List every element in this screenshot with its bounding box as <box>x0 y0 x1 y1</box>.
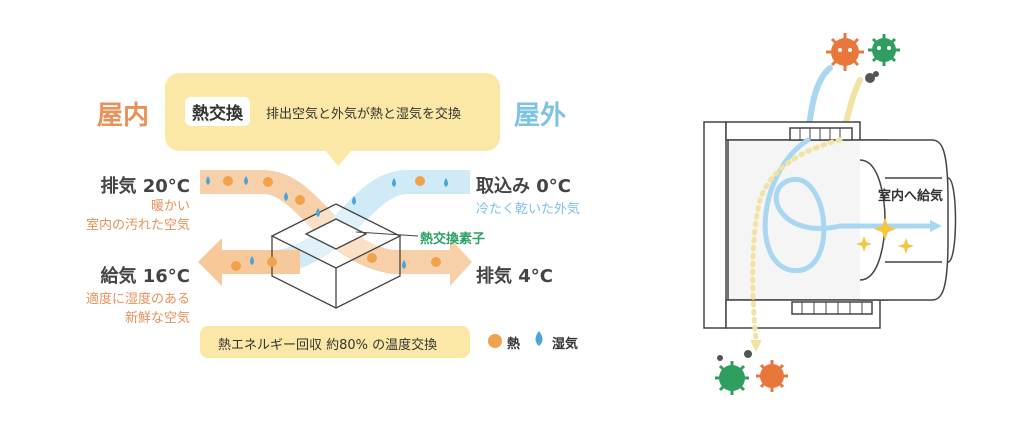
heat-icons <box>223 176 441 271</box>
dust-bottom-icon <box>717 350 752 361</box>
moisture-icons <box>206 176 448 269</box>
element-leader-line <box>355 231 419 237</box>
outdoor-label: 屋外 <box>514 101 567 131</box>
moisture-legend-icon <box>535 331 543 346</box>
intake-title: 取込み 0°C <box>476 176 572 197</box>
exchange-element-cube <box>270 203 402 309</box>
ventilator-graphics <box>703 33 957 395</box>
bottom-bar-text: 熱エネルギー回収 約80% の温度交換 <box>218 338 438 353</box>
exhaust-in-title: 排気 20°C <box>100 176 190 197</box>
blue-swirl-flow <box>762 137 933 273</box>
moisture-legend-label: 湿気 <box>552 337 579 352</box>
yellow-exhaust-flow <box>750 137 843 343</box>
supply-duct <box>885 177 957 263</box>
supply-arrow-icon <box>930 220 942 232</box>
indoor-label: 屋内 <box>97 101 150 131</box>
ventilator-housing <box>703 121 949 329</box>
germ-green-bottom-icon <box>715 361 749 395</box>
intake-sub: 冷たく乾いた外気 <box>476 202 581 217</box>
supply-sub-line-2: 新鮮な空気 <box>124 311 190 326</box>
germ-green-icon <box>868 34 900 66</box>
exchange-element-label: 熱交換素子 <box>420 232 486 247</box>
grille-lines <box>799 128 863 314</box>
germ-orange-bottom-icon <box>756 360 788 392</box>
callout-bubble <box>165 73 500 166</box>
bottom-bar <box>200 326 470 358</box>
dust-icon <box>865 71 879 83</box>
cool-intake-band <box>222 170 470 274</box>
sparkle-icons <box>856 218 914 254</box>
supply-arrow-band <box>198 238 300 286</box>
germ-orange-icon <box>826 33 864 71</box>
heat-legend-icon <box>488 334 502 348</box>
supply-sub-line-1: 適度に湿度のある <box>85 292 190 307</box>
exhaust-in-sub-line-2: 室内の汚れた空気 <box>85 218 190 233</box>
heat-legend-label: 熱 <box>507 337 521 352</box>
supply-title: 給気 16°C <box>100 266 190 287</box>
exhaust-out-title: 排気 4°C <box>476 266 554 287</box>
exhaust-arrow-icon <box>750 340 762 352</box>
supply-to-room-label: 室内へ給気 <box>878 189 944 204</box>
supply-sub: 適度に湿度のある 新鮮な空気 <box>86 290 190 328</box>
callout-text: 排出空気と外気が熱と湿気を交換 <box>266 107 462 122</box>
exhaust-in-sub: 暖かい 室内の汚れた空気 <box>86 197 190 235</box>
heat-exchange-graphics <box>165 73 543 358</box>
exhaust-in-sub-line-1: 暖かい <box>150 199 190 214</box>
callout-tag: 熱交換 <box>185 97 250 126</box>
